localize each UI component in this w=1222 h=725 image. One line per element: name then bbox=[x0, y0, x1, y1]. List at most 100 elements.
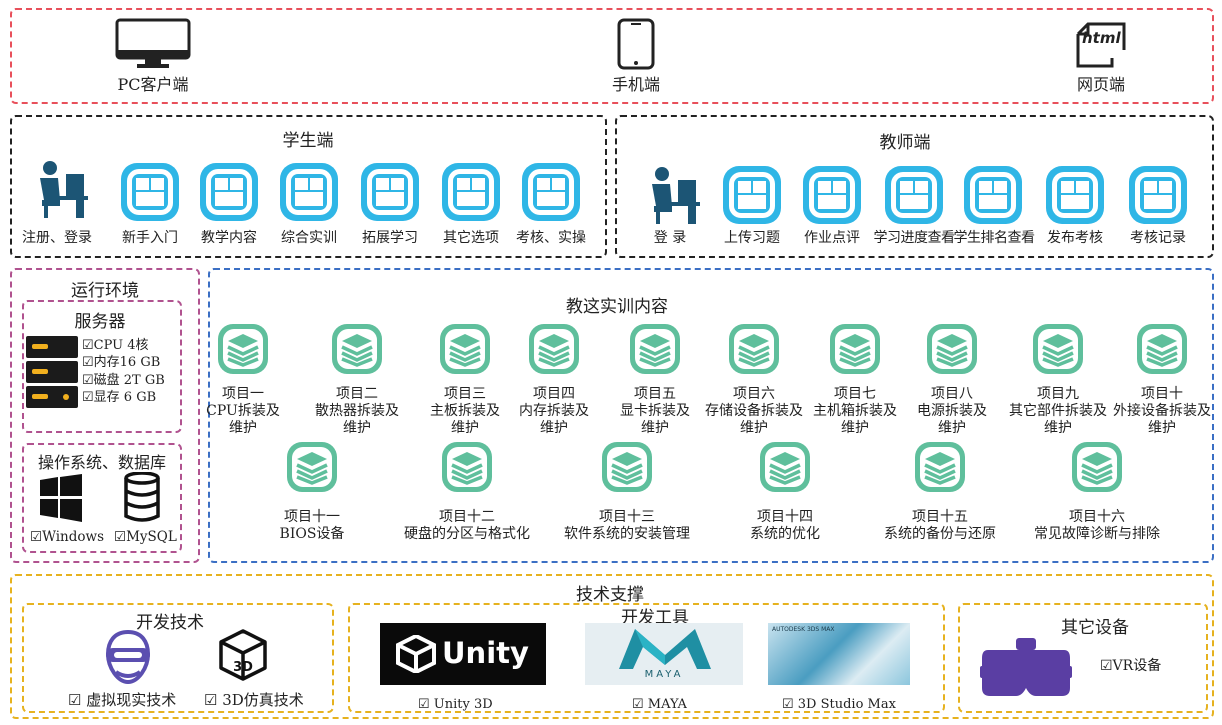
student-dashboard-icon[interactable] bbox=[280, 163, 338, 221]
teacher-dashboard-icon[interactable] bbox=[964, 166, 1022, 224]
server-spec-cpu: ☑CPU 4核 bbox=[82, 338, 149, 353]
server-spec-disk: ☑磁盘 2T GB bbox=[82, 373, 165, 388]
dev-tech-panel bbox=[22, 603, 334, 713]
teacher-item-label: 登 录 bbox=[653, 230, 687, 246]
student-item-label: 教学内容 bbox=[201, 230, 257, 246]
html-icon-text: html bbox=[1082, 29, 1121, 47]
project-label: 维护 bbox=[1044, 420, 1072, 436]
project-label: 维护 bbox=[229, 420, 257, 436]
project-label: 项目七 bbox=[834, 386, 876, 402]
project-label: 项目一 bbox=[222, 386, 264, 402]
project-module-icon[interactable] bbox=[330, 322, 384, 376]
project-module-icon[interactable] bbox=[758, 440, 812, 494]
project-label: 电源拆装及 bbox=[917, 403, 987, 419]
teacher-dashboard-icon[interactable] bbox=[885, 166, 943, 224]
student-portal-panel bbox=[10, 115, 607, 258]
project-label: 维护 bbox=[343, 420, 371, 436]
project-label: 项目六 bbox=[733, 386, 775, 402]
project-label: 显卡拆装及 bbox=[620, 403, 690, 419]
unity-logo-text: Unity bbox=[442, 636, 529, 670]
project-label: 维护 bbox=[1148, 420, 1176, 436]
3d-cube-icon: 3D bbox=[219, 629, 267, 681]
server-spec-memory: ☑内存16 GB bbox=[82, 355, 161, 370]
project-label: 项目四 bbox=[533, 386, 575, 402]
teacher-item-label: 学生排名查看 bbox=[953, 230, 1036, 246]
project-label: 项目十 bbox=[1141, 386, 1183, 402]
server-spec-vram: ☑显存 6 GB bbox=[82, 390, 157, 405]
project-label: CPU拆装及 bbox=[206, 403, 280, 419]
project-label: 维护 bbox=[938, 420, 966, 436]
project-module-icon[interactable] bbox=[438, 322, 492, 376]
database-icon bbox=[124, 472, 160, 522]
unity-logo: Unity bbox=[380, 623, 546, 685]
student-item-label: 其它选项 bbox=[443, 230, 499, 246]
server-title: 服务器 bbox=[74, 312, 126, 332]
project-module-icon[interactable] bbox=[727, 322, 781, 376]
runtime-environment-panel bbox=[10, 268, 200, 563]
project-module-icon[interactable] bbox=[600, 440, 654, 494]
project-label: 主机箱拆装及 bbox=[813, 403, 897, 419]
project-label: 维护 bbox=[451, 420, 479, 436]
devices-panel bbox=[10, 8, 1214, 104]
server-panel bbox=[22, 300, 182, 433]
server-rack-icon bbox=[26, 336, 78, 408]
teacher-dashboard-icon[interactable] bbox=[1046, 166, 1104, 224]
project-label: 软件系统的安装管理 bbox=[564, 526, 690, 542]
project-label: 项目九 bbox=[1037, 386, 1079, 402]
teacher-dashboard-icon[interactable] bbox=[1129, 166, 1187, 224]
project-label: 常见故障诊断与排除 bbox=[1034, 526, 1160, 542]
vr-headset-icon bbox=[980, 638, 1072, 696]
project-label: BIOS设备 bbox=[279, 526, 345, 542]
other-vr-item: ☑VR设备 bbox=[1100, 658, 1162, 674]
other-devices-panel bbox=[958, 603, 1208, 713]
maya-logo: MAYA bbox=[585, 623, 743, 685]
student-dashboard-icon[interactable] bbox=[442, 163, 500, 221]
student-item-label: 考核、实操 bbox=[516, 230, 586, 246]
student-dashboard-icon[interactable] bbox=[361, 163, 419, 221]
windows-logo-icon bbox=[40, 474, 82, 522]
maya-logo-text: MAYA bbox=[644, 669, 684, 680]
runtime-title: 运行环境 bbox=[71, 281, 139, 301]
project-module-icon[interactable] bbox=[1070, 440, 1124, 494]
project-module-icon[interactable] bbox=[216, 322, 270, 376]
monitor-icon bbox=[115, 18, 191, 68]
project-module-icon[interactable] bbox=[440, 440, 494, 494]
teacher-portal-title: 教师端 bbox=[879, 133, 931, 153]
project-label: 维护 bbox=[540, 420, 568, 436]
project-module-icon[interactable] bbox=[1135, 322, 1189, 376]
training-title: 教这实训内容 bbox=[566, 297, 668, 317]
dev-tech-title: 开发技术 bbox=[136, 613, 204, 633]
training-content-panel bbox=[208, 268, 1214, 563]
os-windows-item: ☑Windows bbox=[30, 529, 105, 545]
phone-icon bbox=[617, 18, 655, 70]
project-label: 项目五 bbox=[634, 386, 676, 402]
teacher-dashboard-icon[interactable] bbox=[723, 166, 781, 224]
project-module-icon[interactable] bbox=[913, 440, 967, 494]
student-item-label: 综合实训 bbox=[281, 230, 337, 246]
project-label: 其它部件拆装及 bbox=[1009, 403, 1107, 419]
3ds-max-logo: AUTODESK 3DS MAX bbox=[768, 623, 910, 685]
project-label: 维护 bbox=[841, 420, 869, 436]
student-dashboard-icon[interactable] bbox=[200, 163, 258, 221]
db-mysql-item: ☑MySQL bbox=[114, 529, 177, 545]
project-module-icon[interactable] bbox=[828, 322, 882, 376]
mobile-client-label: 手机端 bbox=[611, 75, 660, 94]
student-dashboard-icon[interactable] bbox=[121, 163, 179, 221]
project-module-icon[interactable] bbox=[628, 322, 682, 376]
dev-tech-3d-item: ☑ 3D仿真技术 bbox=[204, 691, 304, 709]
project-module-icon[interactable] bbox=[527, 322, 581, 376]
vr-headset-person-icon bbox=[105, 630, 151, 685]
project-module-icon[interactable] bbox=[925, 322, 979, 376]
tool-unity-item: ☑ Unity 3D bbox=[418, 697, 493, 712]
tool-3dsmax-item: ☑ 3D Studio Max bbox=[782, 697, 896, 712]
project-module-icon[interactable] bbox=[285, 440, 339, 494]
project-module-icon[interactable] bbox=[1031, 322, 1085, 376]
project-label: 内存拆装及 bbox=[519, 403, 589, 419]
student-dashboard-icon[interactable] bbox=[522, 163, 580, 221]
dev-tools-panel bbox=[348, 603, 945, 713]
teacher-item-label: 作业点评 bbox=[804, 230, 860, 246]
project-label: 项目十四 bbox=[757, 509, 813, 525]
teacher-dashboard-icon[interactable] bbox=[803, 166, 861, 224]
project-label: 维护 bbox=[740, 420, 768, 436]
dev-tech-vr-item: ☑ 虚拟现实技术 bbox=[68, 691, 177, 709]
